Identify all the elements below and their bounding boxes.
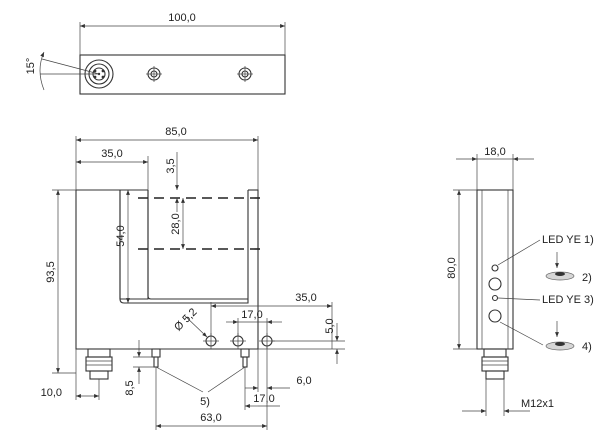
mounting-pin [240,348,250,368]
dim-angle: 15° [25,58,37,75]
connector-plug [481,348,509,380]
dim-left-offset: 35,0 [101,148,122,160]
dim-bottom-width: 63,0 [200,412,221,424]
led-indicator-icon [491,294,499,302]
screw-hole-icon [146,66,162,82]
note-5: 5) [200,396,210,408]
label-led1: LED YE 1) [542,234,594,246]
press-finger-icon [545,321,575,351]
label-led3: LED YE 3) [542,294,594,306]
side-view-body [476,189,514,350]
front-view-body [76,189,149,300]
dim-bottom-hole: 17,0 [253,393,274,405]
press-finger-icon [545,252,575,281]
dim-hole-offset: 35,0 [295,292,316,304]
dim-main-width: 85,0 [165,126,186,138]
teach-button-icon [488,309,502,323]
angle-arc [39,51,45,91]
top-view: 100,0 15° [25,12,286,95]
top-view-body [79,54,286,95]
dim-connector: M12x1 [521,398,554,410]
dim-side-height: 80,0 [446,257,458,278]
dim-hole-vertical: 5,0 [324,318,336,333]
label-icon4: 4) [582,341,592,353]
dim-side-width: 18,0 [484,146,505,158]
dim-bottom-left: 10,0 [41,387,62,399]
screw-hole-icon [237,66,253,82]
dim-hole-diameter: Ø 5,2 [172,306,200,334]
mounting-pin [151,348,161,368]
dim-total-height: 93,5 [45,261,57,282]
dim-slot-top: 3,5 [165,158,177,173]
dim-top-width: 100,0 [168,12,196,24]
dim-right-gap: 6,0 [296,375,311,387]
dim-pin-height: 8,5 [124,380,136,395]
dim-hole-spacing: 17,0 [241,309,262,321]
dim-slot-inner: 28,0 [170,213,182,234]
led-indicator-icon [491,264,499,272]
teach-button-icon [488,277,502,291]
connector-plug [85,348,113,380]
front-view: 85,0 35,0 3,5 28,0 54,0 93,5 10,0 [41,126,345,430]
label-icon2: 2) [582,272,592,284]
side-view: 18,0 80,0 LED YE 1) LED YE 3) 2) 4) [446,146,594,416]
dim-slot-depth: 54,0 [115,225,127,246]
